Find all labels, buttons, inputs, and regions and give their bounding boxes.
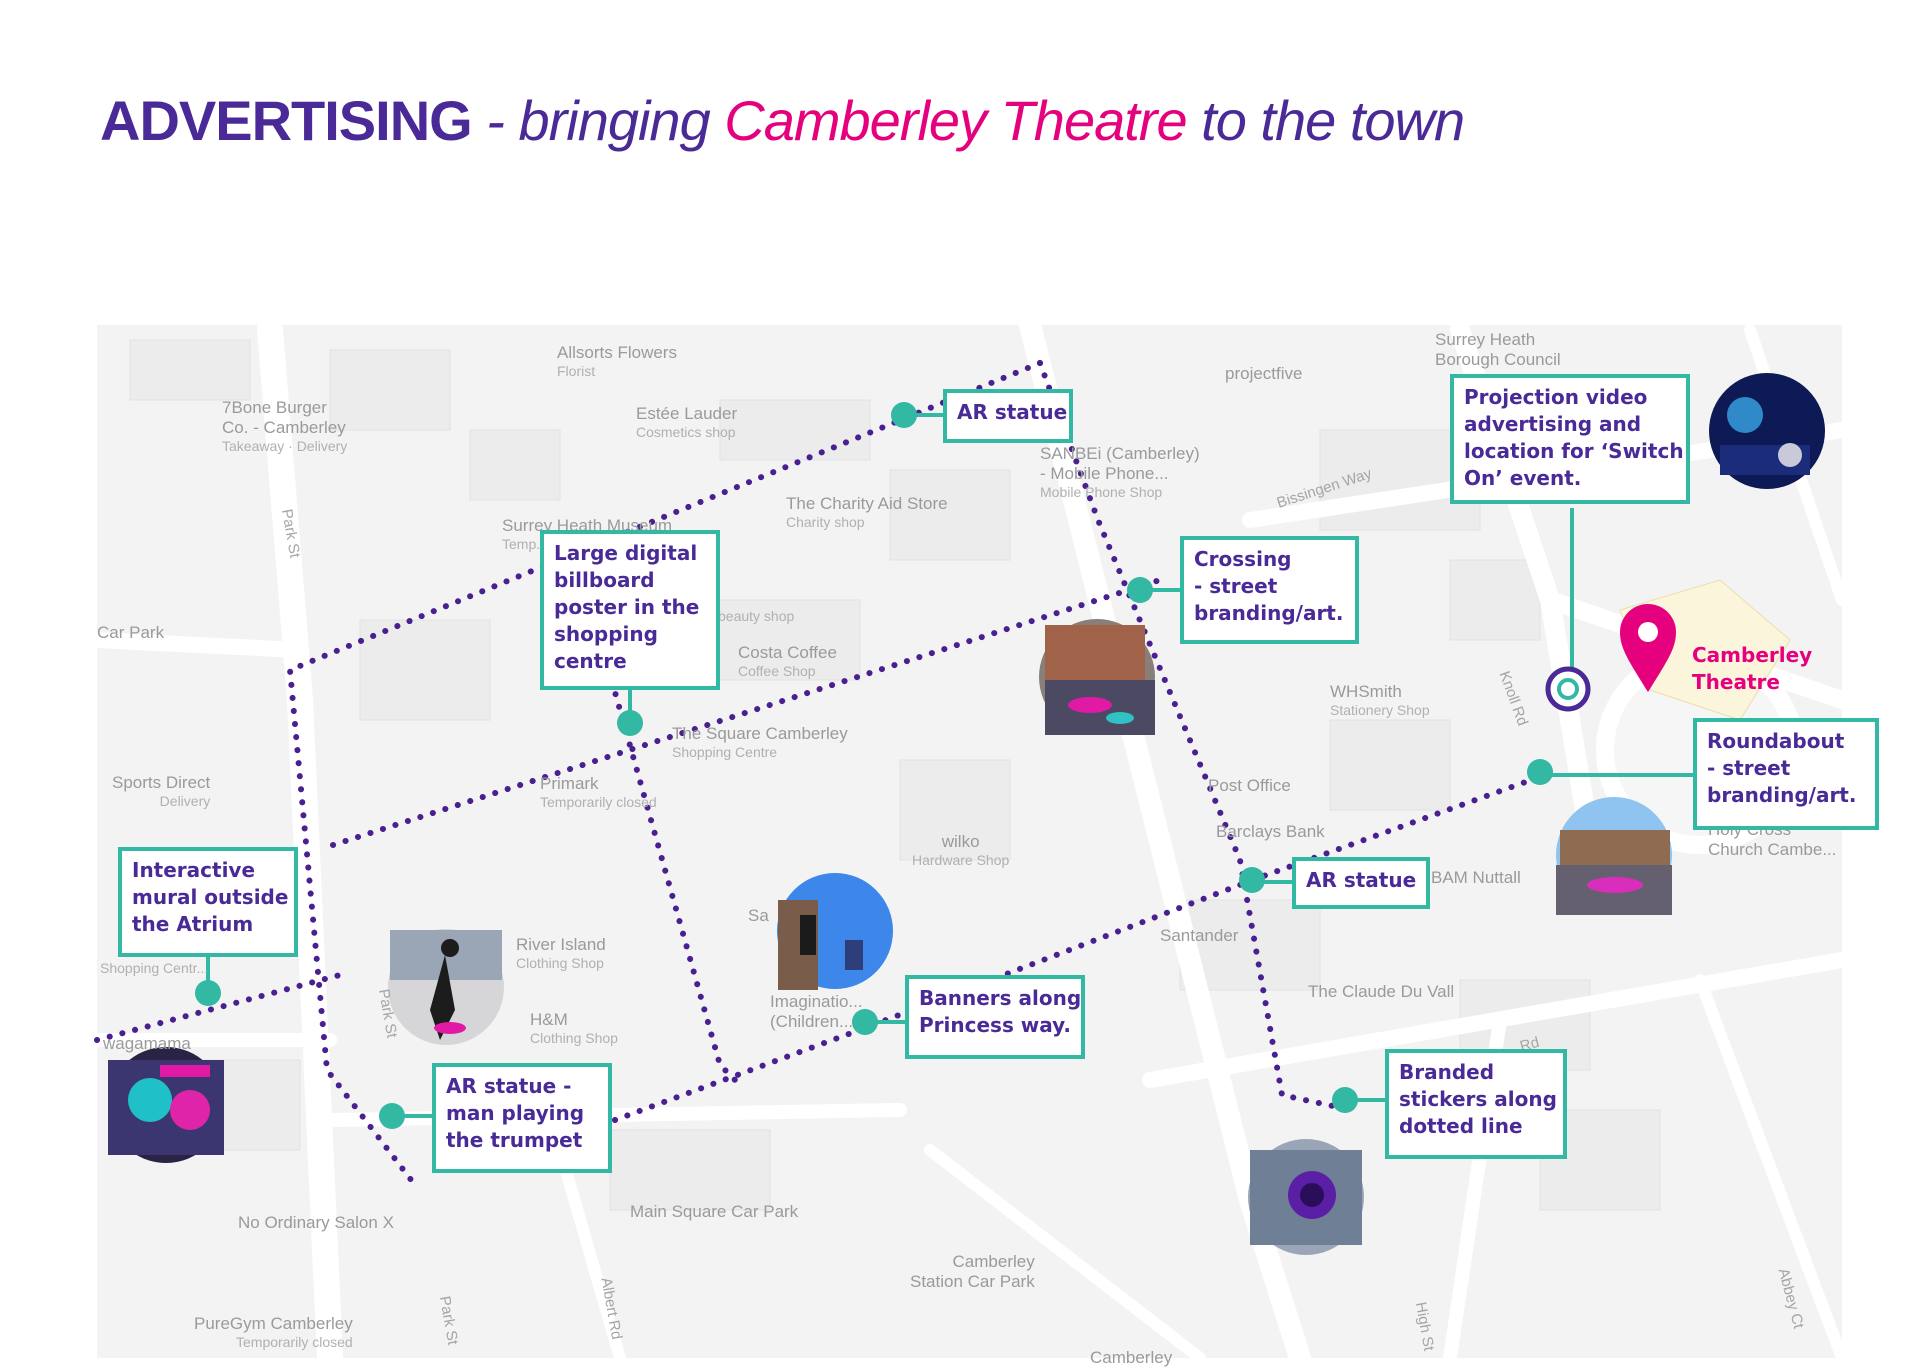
title-advertising: ADVERTISING <box>100 89 473 152</box>
poi-wagamama[interactable]: wagamama <box>103 1034 191 1053</box>
callout-crossing: Crossing - street branding/art. <box>1180 536 1359 644</box>
callout-dots <box>195 402 1553 1129</box>
title-bringing: - bringing <box>471 89 725 152</box>
callout-branded-stickers: Branded stickers along dotted line <box>1385 1049 1567 1159</box>
title-to-town: to the town <box>1186 89 1465 152</box>
poi-no-ordinary-salon[interactable]: No Ordinary Salon X <box>238 1213 394 1232</box>
callout-projection-video: Projection video advertising and locatio… <box>1450 374 1690 504</box>
poi-car-park[interactable]: Car Park <box>97 623 165 642</box>
poi-claude-du-vall[interactable]: The Claude Du Vall <box>1308 982 1455 1001</box>
photo-banners <box>777 873 893 990</box>
poi-charity-aid-store[interactable]: The Charity Aid Store Charity shop <box>786 494 948 530</box>
poi-square-camberley[interactable]: The Square Camberley Shopping Centre <box>672 724 848 760</box>
poi-estee-lauder[interactable]: Estée Lauder Cosmetics shop <box>636 404 738 440</box>
title-theatre-name: Camberley Theatre <box>724 89 1187 152</box>
page-title: ADVERTISING - bringing Camberley Theatre… <box>100 88 1465 153</box>
photo-crossing <box>1039 619 1155 735</box>
poi-station-car-park[interactable]: Camberley Station Car Park <box>910 1252 1035 1291</box>
poi-7bone-burger[interactable]: 7Bone Burger Co. - Camberley Takeaway · … <box>222 398 348 454</box>
photo-stickers <box>1248 1139 1364 1255</box>
theatre-label[interactable]: Camberley Theatre <box>1692 643 1813 694</box>
poi-costa-coffee[interactable]: Costa Coffee Coffee Shop <box>738 643 837 679</box>
poi-santander[interactable]: Santander <box>1160 926 1239 945</box>
theatre-pin-icon <box>1620 604 1676 692</box>
poi-sports-direct[interactable]: Sports Direct Delivery <box>112 773 211 809</box>
callout-ar-statue-mid: AR statue <box>1292 857 1430 909</box>
poi-primark[interactable]: Primark Temporarily closed <box>540 774 657 810</box>
photo-roundabout <box>1556 797 1672 915</box>
poi-main-square-car-park[interactable]: Main Square Car Park <box>630 1202 799 1221</box>
poi-sa[interactable]: Sa <box>748 906 769 925</box>
poi-puregym[interactable]: PureGym Camberley Temporarily closed <box>194 1314 353 1350</box>
callout-digital-billboard: Large digital billboard poster in the sh… <box>540 530 720 690</box>
poi-beauty-shop[interactable]: beauty shop <box>718 608 795 624</box>
photo-mural <box>108 1047 224 1163</box>
poi-camberley-station[interactable]: Camberley <box>1090 1348 1173 1367</box>
poi-barclays[interactable]: Barclays Bank <box>1216 822 1325 841</box>
callout-ar-statue-top: AR statue <box>943 389 1073 443</box>
poi-sanbei[interactable]: SANBEi (Camberley) - Mobile Phone... Mob… <box>1040 444 1200 500</box>
poi-whsmith[interactable]: WHSmith Stationery Shop <box>1330 682 1430 718</box>
poi-wilko[interactable]: wilko Hardware Shop <box>912 832 1010 868</box>
photo-projection <box>1709 373 1825 489</box>
callout-roundabout: Roundabout - street branding/art. <box>1693 718 1879 830</box>
poi-post-office[interactable]: Post Office <box>1208 776 1291 795</box>
poi-surrey-heath-council[interactable]: Surrey Heath Borough Council <box>1435 330 1561 369</box>
photo-ar-statue-trumpet <box>388 929 504 1045</box>
callout-ar-statue-trumpet: AR statue - man playing the trumpet <box>432 1063 612 1173</box>
poi-imagination[interactable]: Imaginatio... (Children... <box>770 992 863 1031</box>
poi-hm[interactable]: H&M Clothing Shop <box>530 1010 618 1046</box>
poi-allsorts[interactable]: Allsorts Flowers Florist <box>557 343 677 379</box>
poi-bam-nuttall[interactable]: BAM Nuttall <box>1431 868 1521 887</box>
poi-river-island[interactable]: River Island Clothing Shop <box>516 935 606 971</box>
callout-banners: Banners along Princess way. <box>905 975 1085 1059</box>
poi-shopping-centre[interactable]: Shopping Centr... <box>100 960 209 976</box>
poi-projectfive[interactable]: projectfive <box>1225 364 1303 383</box>
callout-interactive-mural: Interactive mural outside the Atrium <box>118 847 298 957</box>
